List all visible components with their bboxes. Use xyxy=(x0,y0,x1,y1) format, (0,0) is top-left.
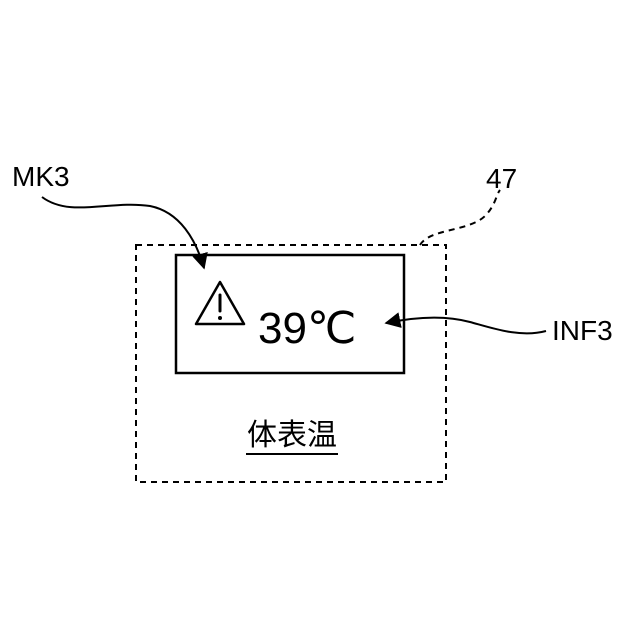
marker-reference-label: MK3 xyxy=(12,161,70,192)
info-reference-label: INF3 xyxy=(552,315,613,346)
info-leader-line xyxy=(386,318,546,334)
temperature-value: 39℃ xyxy=(258,304,356,353)
device-reference-label: 47 xyxy=(486,163,517,194)
display-caption: 体表温 xyxy=(247,418,337,453)
device-leader-line xyxy=(420,190,500,245)
